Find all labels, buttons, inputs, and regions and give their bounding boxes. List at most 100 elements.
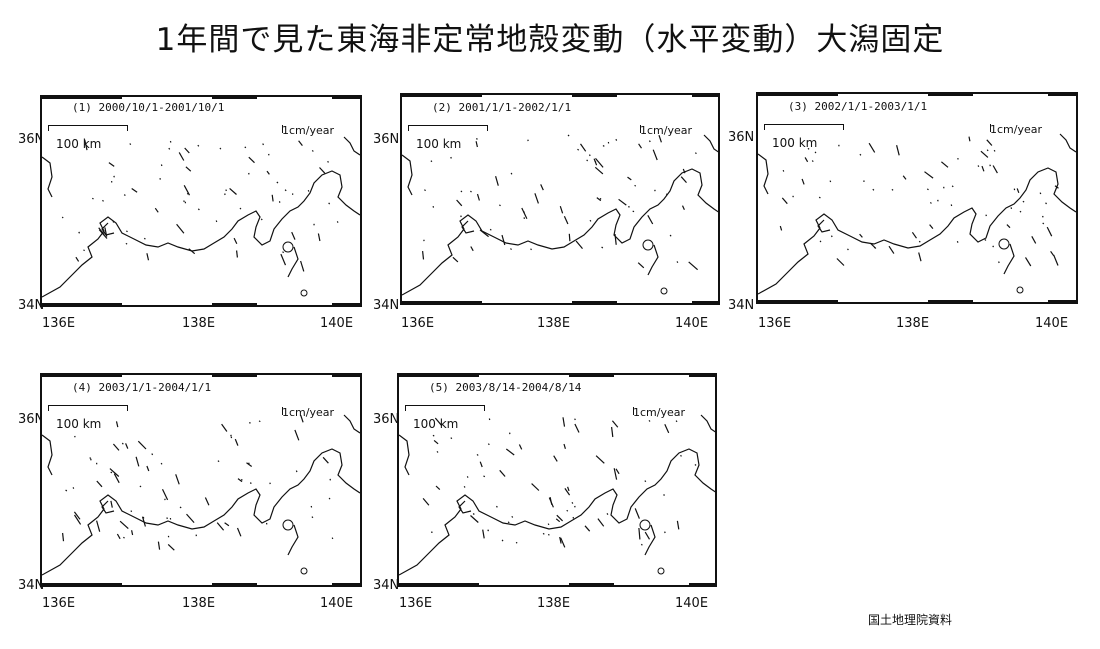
displacement-vector bbox=[597, 518, 605, 527]
displacement-vector bbox=[104, 227, 108, 237]
displacement-vector bbox=[157, 541, 161, 550]
displacement-vector bbox=[269, 482, 271, 485]
displacement-vector bbox=[487, 443, 490, 446]
displacement-vector bbox=[819, 240, 822, 243]
displacement-vector bbox=[564, 488, 571, 496]
displacement-vector bbox=[781, 197, 788, 205]
displacement-vector bbox=[1050, 250, 1055, 257]
displacement-vector bbox=[83, 249, 85, 252]
displacement-vector bbox=[499, 469, 506, 477]
displacement-vector bbox=[566, 509, 569, 512]
displacement-vector bbox=[197, 144, 200, 147]
coastline-segment bbox=[458, 500, 472, 514]
coastline-segment bbox=[402, 154, 413, 196]
reference-vector-label: 1cm/year bbox=[282, 124, 335, 137]
displacement-vector bbox=[992, 165, 998, 174]
displacement-vector bbox=[463, 485, 466, 488]
displacement-vector bbox=[115, 421, 119, 428]
displacement-vector bbox=[154, 207, 159, 213]
coastline-segment bbox=[758, 153, 769, 195]
displacement-vector bbox=[648, 419, 651, 422]
reference-vector bbox=[282, 125, 283, 133]
displacement-vector bbox=[1042, 222, 1045, 225]
displacement-vector bbox=[472, 513, 475, 515]
displacement-vector bbox=[479, 461, 483, 468]
displacement-vector bbox=[266, 170, 270, 175]
displacement-vector bbox=[319, 167, 326, 174]
displacement-vector bbox=[113, 175, 115, 178]
displacement-vector bbox=[902, 175, 907, 180]
displacement-vector bbox=[618, 198, 627, 206]
displacement-vector bbox=[595, 455, 605, 464]
source-credit: 国土地理院資料 bbox=[868, 613, 953, 627]
displacement-vector bbox=[178, 152, 185, 161]
displacement-vector bbox=[466, 476, 469, 478]
displacement-vector bbox=[244, 146, 247, 149]
displacement-vector bbox=[430, 160, 433, 163]
reference-vector-label: 1cm/year bbox=[633, 406, 686, 419]
displacement-vector bbox=[460, 190, 463, 193]
displacement-vector bbox=[176, 223, 185, 234]
displacement-vector bbox=[91, 197, 94, 200]
displacement-vector bbox=[98, 227, 105, 236]
displacement-vector bbox=[540, 184, 544, 191]
displacement-vector bbox=[450, 437, 453, 440]
lon-label-136: 136E bbox=[42, 596, 76, 611]
displacement-vector bbox=[648, 140, 651, 143]
displacement-vector bbox=[634, 184, 637, 187]
displacement-vector bbox=[989, 164, 991, 167]
displacement-vector bbox=[188, 248, 196, 255]
displacement-vector bbox=[61, 216, 64, 219]
displacement-vector bbox=[676, 520, 680, 530]
displacement-vector bbox=[476, 193, 480, 201]
displacement-vector bbox=[518, 444, 523, 450]
displacement-vector bbox=[219, 147, 222, 150]
displacement-vector bbox=[129, 143, 132, 146]
lon-label-138: 138E bbox=[537, 316, 571, 331]
coastline-segment bbox=[1059, 133, 1076, 153]
coastline-map bbox=[758, 133, 1076, 295]
displacement-vector bbox=[498, 204, 501, 207]
displacement-vector bbox=[328, 497, 331, 500]
displacement-vector bbox=[1019, 210, 1022, 213]
displacement-vector bbox=[84, 139, 88, 151]
displacement-vector bbox=[74, 435, 76, 438]
displacement-vector bbox=[78, 231, 81, 234]
displacement-vector bbox=[476, 453, 479, 456]
displacement-vector bbox=[470, 246, 474, 252]
displacement-vector bbox=[628, 205, 630, 208]
displacement-vector bbox=[873, 246, 876, 249]
island-outline bbox=[300, 567, 308, 575]
displacement-vector bbox=[560, 537, 566, 548]
displacement-vector bbox=[680, 454, 682, 457]
displacement-vector bbox=[282, 251, 285, 254]
displacement-vector bbox=[135, 456, 140, 467]
displacement-vector bbox=[146, 253, 150, 261]
displacement-vector bbox=[422, 498, 430, 506]
displacement-vector bbox=[311, 149, 314, 152]
displacement-vector bbox=[511, 515, 514, 518]
displacement-vector bbox=[262, 143, 265, 146]
displacement-vector bbox=[531, 483, 540, 491]
displacement-vector bbox=[240, 478, 243, 481]
displacement-vector bbox=[169, 140, 172, 143]
island-outline bbox=[998, 238, 1010, 250]
displacement-vector bbox=[615, 138, 618, 141]
displacement-vector bbox=[217, 460, 220, 463]
displacement-vector bbox=[1045, 202, 1047, 205]
lon-label-140: 140E bbox=[675, 316, 709, 331]
displacement-vector bbox=[613, 468, 618, 480]
displacement-vector bbox=[562, 417, 566, 427]
coastline-segment bbox=[1003, 243, 1015, 275]
displacement-vector bbox=[599, 197, 602, 200]
scale-label: 100 km bbox=[56, 137, 102, 151]
displacement-vector bbox=[594, 166, 604, 175]
coastline-segment bbox=[461, 220, 475, 234]
displacement-vector bbox=[981, 165, 985, 172]
displacement-vector bbox=[184, 147, 190, 154]
displacement-vector bbox=[470, 515, 479, 523]
displacement-vector bbox=[237, 478, 243, 483]
displacement-vector bbox=[596, 197, 602, 202]
displacement-vector bbox=[530, 248, 532, 251]
displacement-vector bbox=[239, 207, 242, 210]
